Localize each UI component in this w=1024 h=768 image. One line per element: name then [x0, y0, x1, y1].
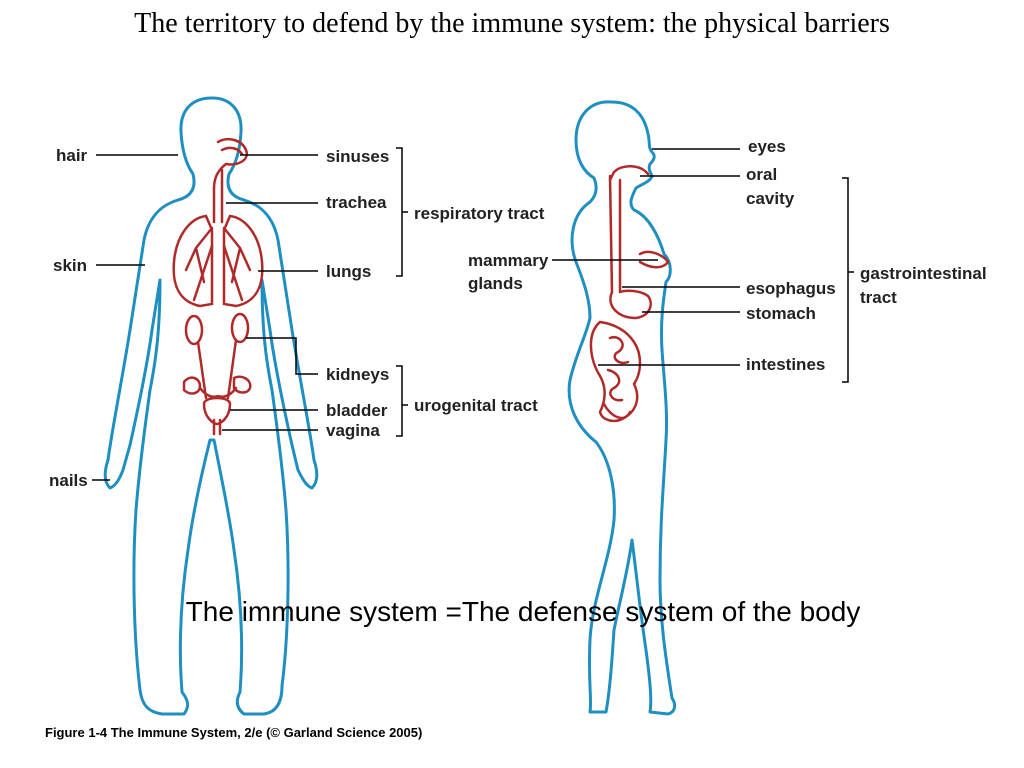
esophagus-organ: [608, 174, 622, 294]
label-nails: nails: [49, 471, 88, 490]
lung-left-organ: [172, 214, 214, 308]
label-gastrointestinal-line2: tract: [860, 288, 897, 307]
label-trachea: trachea: [326, 193, 387, 212]
kidney-left-organ: [184, 314, 204, 346]
label-lungs: lungs: [326, 262, 371, 281]
kidney-right-organ: [230, 312, 250, 344]
label-sinuses: sinuses: [326, 147, 389, 166]
slide-title: The territory to defend by the immune sy…: [134, 8, 890, 39]
trachea-organ: [212, 168, 224, 224]
front-body-outline: [103, 96, 319, 716]
label-intestines: intestines: [746, 355, 825, 374]
side-leader-lines: [552, 148, 854, 383]
vagina-organ: [212, 418, 222, 436]
stomach-organ: [609, 289, 652, 320]
bladder-organ: [202, 396, 232, 426]
label-skin: skin: [53, 256, 87, 275]
front-organs: [172, 138, 264, 436]
label-oral-line2: cavity: [746, 189, 795, 208]
sinuses-organ: [212, 138, 249, 190]
label-gastrointestinal-line1: gastrointestinal: [860, 264, 987, 283]
label-respiratory-tract: respiratory tract: [414, 204, 545, 223]
front-leader-lines: [92, 147, 408, 481]
label-urogenital-tract: urogenital tract: [414, 396, 538, 415]
label-mammary-line1: mammary: [468, 251, 549, 270]
figure-credit: Figure 1-4 The Immune System, 2/e (© Gar…: [45, 725, 423, 740]
label-oral-line1: oral: [746, 165, 777, 184]
label-mammary-line2: glands: [468, 274, 523, 293]
label-hair: hair: [56, 146, 88, 165]
side-body-outline: [567, 100, 677, 716]
label-kidneys: kidneys: [326, 365, 389, 384]
oral-cavity-organ: [608, 165, 650, 182]
mammary-gland-organ: [638, 250, 670, 269]
side-organs: [589, 165, 670, 423]
lung-right-organ: [222, 214, 264, 308]
label-vagina: vagina: [326, 421, 380, 440]
label-bladder: bladder: [326, 401, 388, 420]
slide-caption: The immune system =The defense system of…: [185, 596, 861, 627]
label-eyes: eyes: [748, 137, 786, 156]
label-esophagus: esophagus: [746, 279, 836, 298]
label-stomach: stomach: [746, 304, 816, 323]
